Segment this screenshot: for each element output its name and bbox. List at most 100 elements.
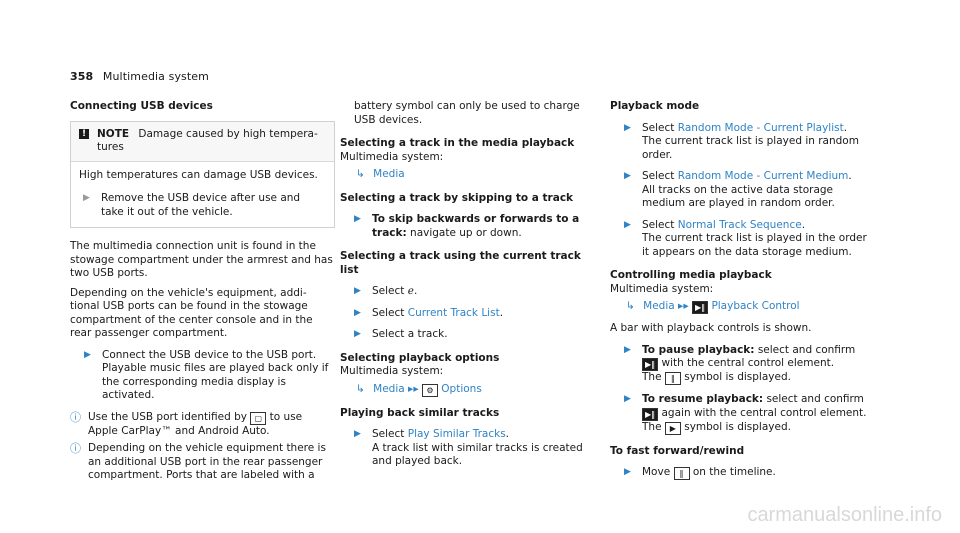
menu-link[interactable]: Random Mode - Current Playlist: [677, 121, 844, 134]
heading: Selecting playback options: [340, 351, 500, 364]
step-text: Move: [642, 466, 671, 478]
note-text: High temperatures can damage USB devices…: [79, 168, 318, 181]
step-text: Select: [372, 285, 405, 297]
paragraph: The multimedia connection unit is found …: [70, 240, 333, 279]
step-text: Select: [642, 170, 675, 182]
step-text: Select: [372, 428, 405, 440]
column-1: Connecting USB devices ! NOTE Damage cau…: [70, 100, 335, 487]
step: ▶ Move ‖ on the timeline.: [624, 466, 870, 480]
heading: Selecting a track by skipping to a track: [340, 191, 574, 204]
menu-link[interactable]: Media: [373, 382, 405, 395]
step: ▶ Select Play Similar Tracks. A track li…: [354, 428, 595, 469]
column-2: battery symbol can only be used to charg…: [340, 100, 595, 477]
step-text: select and confirm: [757, 343, 856, 356]
info-item: ⓘ Depending on the vehicle equipment the…: [70, 442, 335, 483]
heading: Controlling media playback: [610, 269, 772, 281]
arrow-icon: ▶: [624, 467, 631, 477]
watermark: carmanualsonline.info: [747, 504, 942, 526]
step: ▶ To pause playback: select and confirm …: [624, 343, 870, 385]
note-body: High temperatures can damage USB devices…: [71, 162, 334, 228]
heading: Playback mode: [610, 100, 700, 112]
paragraph: A bar with playback controls is shown.: [610, 322, 812, 334]
step-text: Connect the USB device to the USB port. …: [102, 348, 329, 402]
heading-connecting-usb: Connecting USB devices: [70, 100, 213, 112]
usb-port-icon: ▢: [250, 411, 267, 425]
step-text: Select: [642, 218, 675, 231]
step-text: The: [642, 371, 662, 383]
step-text: select and confirm: [766, 393, 864, 405]
chevron-icon: ▸▸: [408, 382, 422, 395]
step: ▶ To skip backwards or forwards to a tra…: [354, 213, 595, 240]
step-text: with the central control element.: [661, 357, 835, 369]
menu-link[interactable]: Media: [373, 168, 405, 180]
info-text: to use Apple CarPlay™ and Android Auto.: [88, 410, 303, 437]
arrow-icon: ▶: [354, 307, 361, 318]
options-gear-icon: ⚙: [421, 383, 438, 397]
menu-link[interactable]: Normal Track Sequence: [677, 218, 802, 231]
info-text: Depending on the vehicle equipment there…: [88, 442, 326, 481]
note-label: NOTE: [97, 127, 130, 140]
menu-link[interactable]: Random Mode - Current Medium: [677, 170, 849, 182]
page-header: 358 Multimedia system: [70, 70, 209, 83]
subheading: Multimedia system:: [340, 365, 444, 377]
play-pause-icon: ▶‖: [642, 358, 659, 371]
info-item: ⓘ Use the USB port identified by ▢ to us…: [70, 411, 335, 439]
step: ▶ Select Normal Track Sequence. The curr…: [624, 219, 870, 260]
arrow-icon: ▶: [354, 429, 361, 439]
step-text: The current track list is played in the …: [642, 232, 867, 258]
step: ▶ Select a track.: [354, 328, 595, 342]
note-title: Damage caused by high tempera-tures: [97, 127, 318, 154]
play-pause-icon: ▶‖: [691, 301, 709, 314]
warning-icon: !: [79, 128, 89, 139]
column-3: Playback mode ▶ Select Random Mode - Cur…: [610, 100, 870, 488]
menu-path: ↳ Media ▸▸ ▶‖ Playback Control: [626, 300, 870, 314]
heading: Selecting a track in the media playback: [340, 137, 575, 149]
play-pause-icon: ▶‖: [642, 407, 659, 421]
path-arrow-icon: ↳: [356, 168, 365, 180]
step: ▶ To resume playback: select and confirm…: [624, 393, 870, 435]
subheading: Multimedia system:: [610, 282, 714, 295]
arrow-icon: ▶: [624, 219, 631, 230]
heading: Selecting a track using the current trac…: [340, 250, 581, 276]
arrow-icon: ▶: [83, 193, 90, 203]
arrow-icon: ▶: [354, 214, 361, 224]
step-text: A track list with similar tracks is crea…: [372, 441, 583, 468]
info-icon: ⓘ: [70, 410, 81, 424]
step: ▶ Select Random Mode - Current Medium. A…: [624, 170, 870, 211]
step-text: navigate up or down.: [410, 226, 522, 239]
arrow-icon: ▶: [624, 122, 631, 133]
paragraph: Depending on the vehicle's equipment, ad…: [70, 286, 313, 340]
menu-link[interactable]: Play Similar Tracks: [407, 428, 506, 440]
menu-link[interactable]: Options: [441, 382, 482, 395]
step-text: Select: [372, 306, 405, 319]
note-step: ▶ Remove the USB device after use and ta…: [79, 192, 326, 219]
menu-path: ↳ Media ▸▸ ⚙ Options: [356, 383, 595, 397]
menu-link[interactable]: Playback Control: [711, 300, 800, 312]
pause-icon: ‖: [673, 467, 690, 480]
subheading: Multimedia system:: [340, 150, 444, 163]
step-text: on the timeline.: [692, 466, 776, 478]
arrow-icon: ▶: [354, 329, 361, 339]
chevron-icon: ▸▸: [678, 300, 692, 312]
arrow-icon: ▶: [624, 344, 631, 355]
info-icon: ⓘ: [70, 442, 81, 455]
section-title: Multimedia system: [102, 70, 209, 83]
step-text: Select: [642, 121, 675, 134]
step-bold: To pause playback:: [642, 343, 755, 356]
note-box: ! NOTE Damage caused by high tempera-tur…: [70, 120, 335, 228]
step: ▶ Select Random Mode - Current Playlist.…: [624, 122, 870, 163]
media-source-icon: ℯ: [407, 285, 414, 297]
pause-icon: ‖: [664, 372, 681, 385]
step-text: Select a track.: [372, 328, 448, 340]
step-bold: To resume playback:: [642, 393, 764, 405]
path-arrow-icon: ↳: [626, 300, 635, 312]
heading: Playing back similar tracks: [340, 406, 500, 419]
step-text: symbol is displayed.: [684, 371, 791, 383]
arrow-icon: ▶: [624, 394, 631, 404]
step-bold: To skip backwards or forwards to a track…: [372, 213, 580, 239]
step: ▶ Select Current Track List.: [354, 306, 504, 319]
note-header: ! NOTE Damage caused by high tempera-tur…: [71, 121, 334, 162]
menu-link[interactable]: Current Track List: [407, 306, 500, 319]
menu-link[interactable]: Media: [643, 300, 675, 312]
step: ▶ Connect the USB device to the USB port…: [84, 349, 335, 403]
